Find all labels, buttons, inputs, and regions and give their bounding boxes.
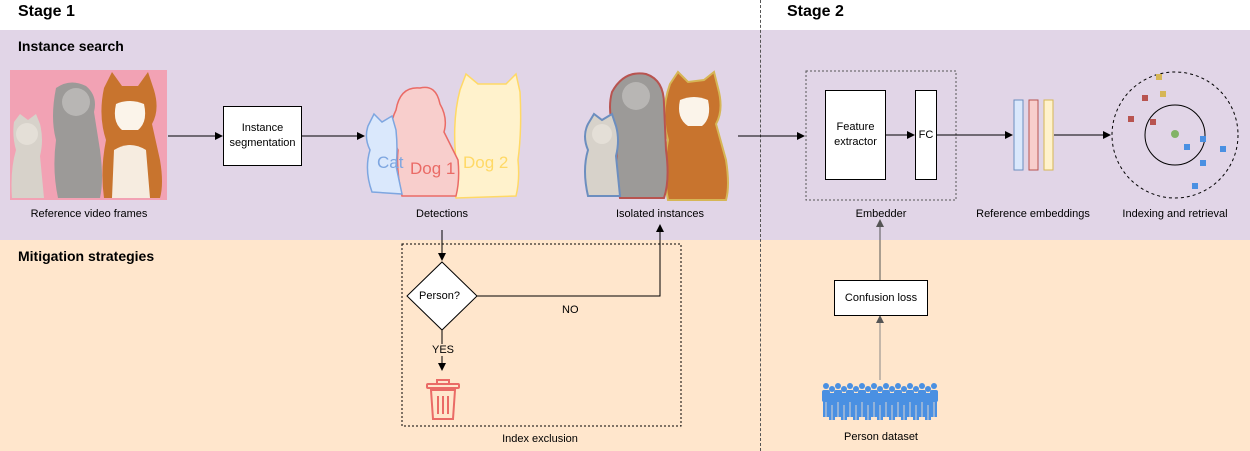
index-exclusion-caption: Index exclusion: [502, 433, 578, 445]
detections-caption: Detections: [416, 208, 468, 220]
segmentation-line2: segmentation: [229, 137, 296, 149]
reference-frames-caption: Reference video frames: [30, 208, 148, 220]
confusion-loss-box: Confusion loss: [834, 280, 928, 316]
index-space: [1111, 71, 1239, 199]
person-dataset-caption: Person dataset: [844, 431, 918, 443]
confusion-label: Confusion loss: [844, 291, 918, 304]
people-icon: [822, 383, 938, 420]
dog2-mask: [452, 72, 522, 199]
indexing-caption: Indexing and retrieval: [1122, 208, 1228, 220]
stage1-title: Stage 1: [18, 3, 75, 20]
instance-segmentation-box: Instance segmentation: [223, 106, 302, 166]
isolated-instances-photo: [584, 70, 729, 201]
embedder-caption: Embedder: [855, 208, 907, 220]
reference-frames-photo: [10, 70, 167, 200]
embedder-container: [805, 70, 957, 201]
mitigation-band: [0, 240, 1250, 451]
instance-search-title: Instance search: [18, 38, 124, 54]
cat-mask: [365, 112, 403, 195]
feature-extractor-box: Feature extractor: [825, 90, 886, 180]
dog1-mask: [390, 86, 460, 197]
yes-label: YES: [431, 344, 456, 356]
stage2-title: Stage 2: [787, 3, 844, 20]
reference-embeddings-caption: Reference embeddings: [976, 208, 1090, 220]
trash-icon: [426, 379, 460, 420]
index-exclusion-container: [401, 243, 682, 427]
stage-divider: [760, 0, 761, 451]
isolated-instances-caption: Isolated instances: [615, 208, 705, 220]
fc-label: FC: [918, 128, 934, 141]
decision-question: Person?: [419, 290, 460, 302]
no-label: NO: [562, 304, 579, 316]
mitigation-title: Mitigation strategies: [18, 248, 155, 264]
detection-masks: Cat Dog 1 Dog 2: [365, 72, 522, 199]
feature-line2: extractor: [834, 136, 877, 148]
feature-line1: Feature: [836, 121, 875, 134]
cat-mask-label: Cat: [377, 153, 404, 172]
segmentation-line1: Instance: [241, 122, 284, 135]
dog2-mask-label: Dog 2: [463, 153, 508, 172]
reference-embeddings: [1013, 99, 1054, 171]
dog1-mask-label: Dog 1: [410, 159, 455, 178]
fc-box: FC: [915, 90, 937, 180]
